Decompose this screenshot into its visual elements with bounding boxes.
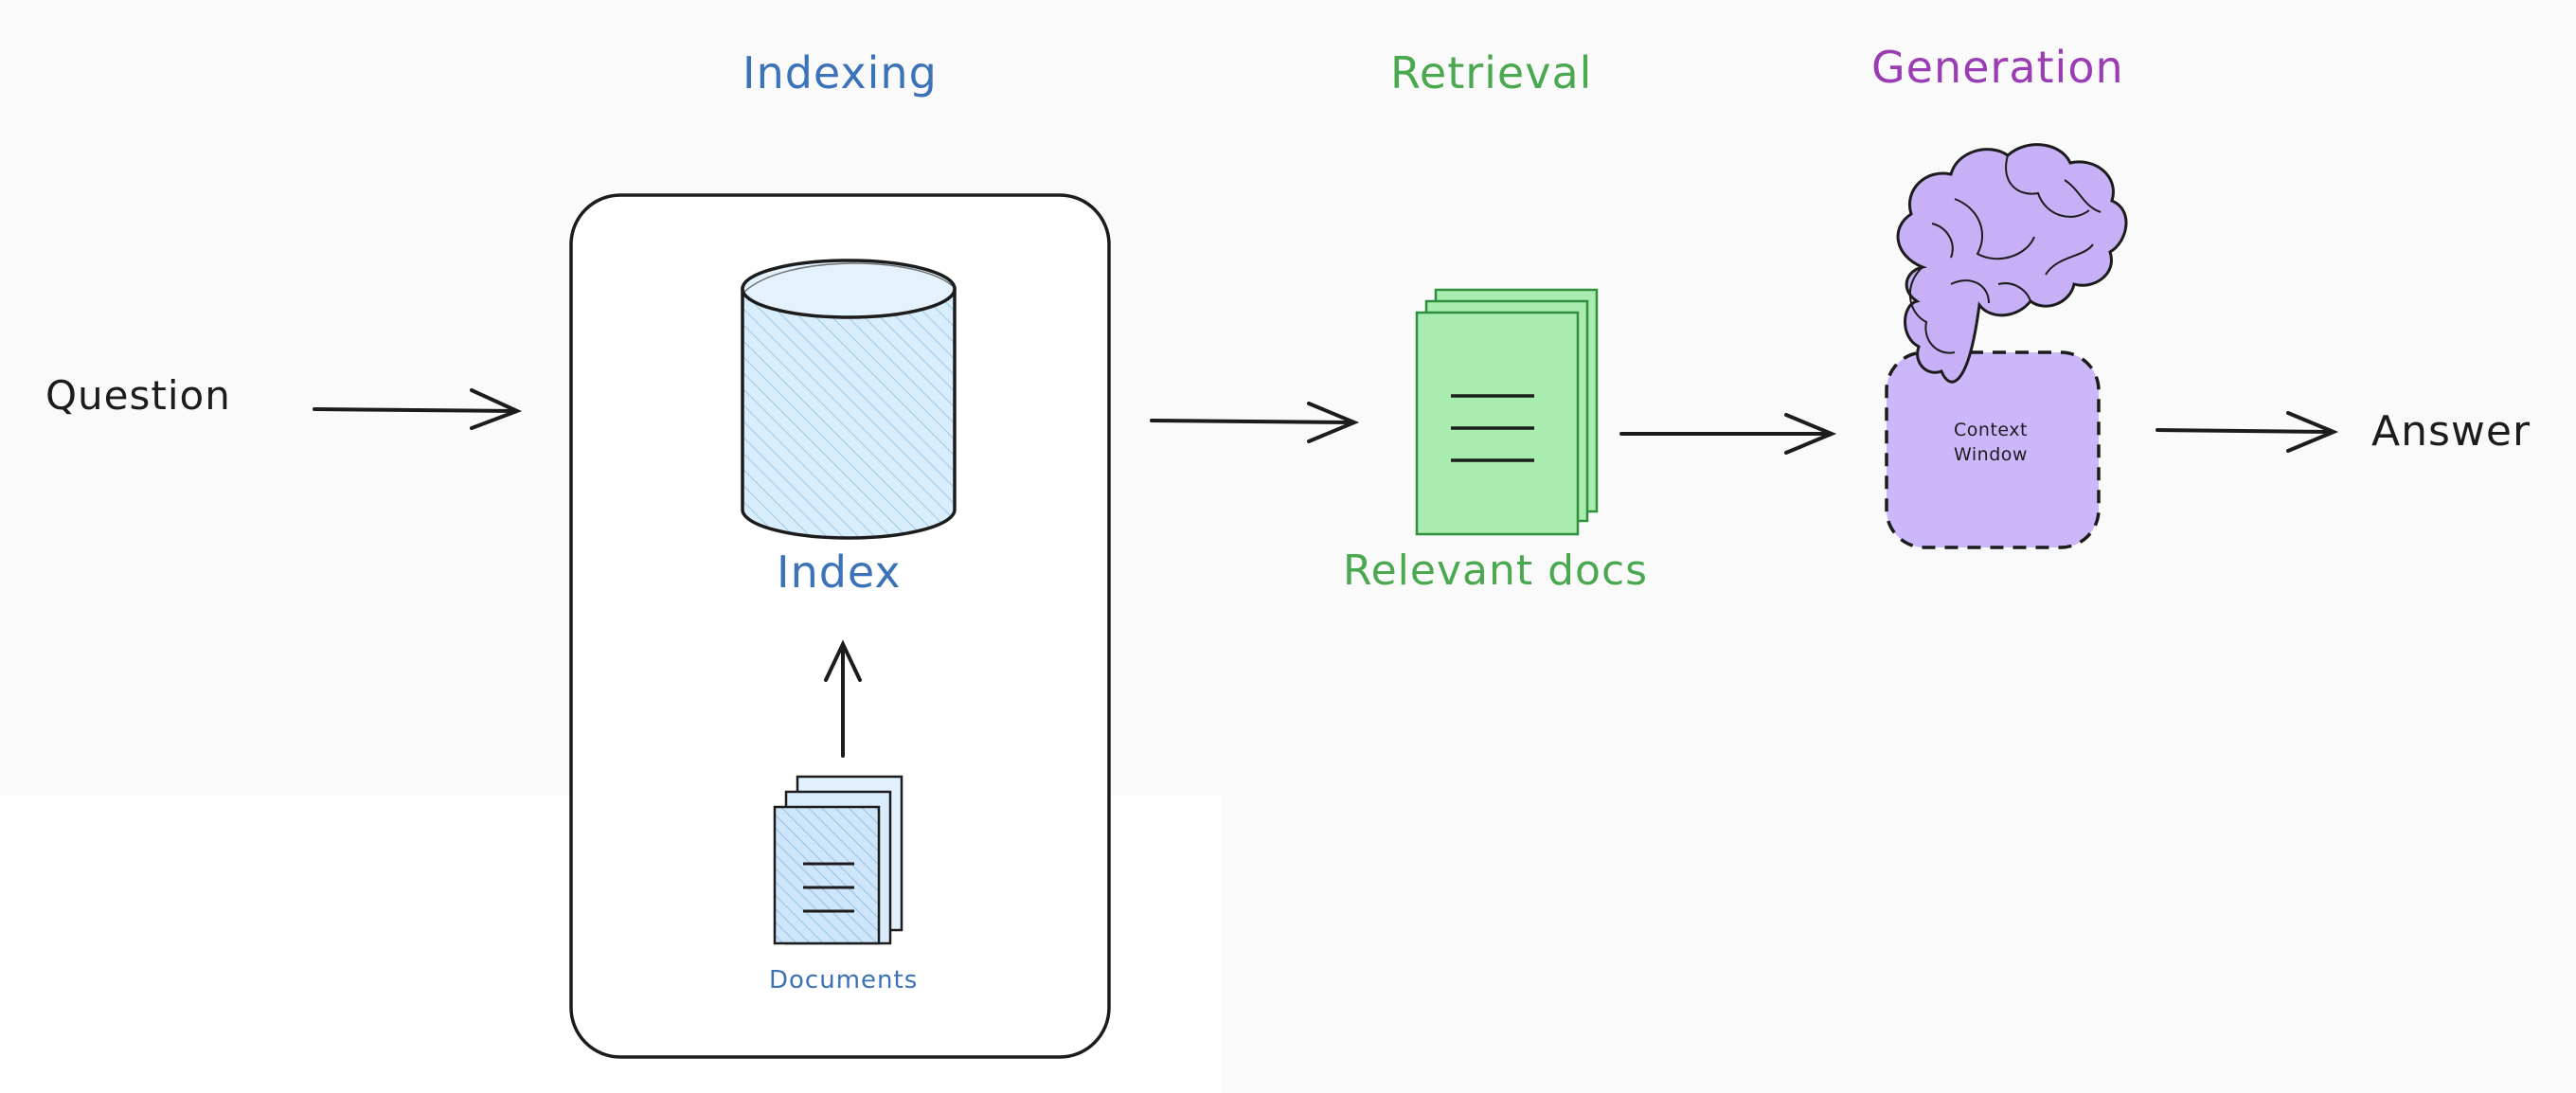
answer-label: Answer [2371, 407, 2531, 456]
documents-stack-icon [773, 775, 903, 945]
arrow-indexing-to-retrieval [1150, 402, 1360, 443]
context-window-line1: Context [1954, 420, 2028, 440]
stage-title-generation: Generation [1871, 42, 2124, 93]
indexing-container [569, 193, 1111, 1059]
context-window-box [1885, 350, 2101, 549]
brain-icon [1896, 143, 2128, 384]
context-window-label: Context Window [1943, 418, 2038, 467]
database-icon [741, 259, 957, 540]
question-label: Question [45, 372, 231, 419]
index-label: Index [777, 546, 902, 598]
context-window-line2: Window [1954, 444, 2028, 465]
arrow-question-to-indexing [313, 388, 523, 430]
stage-title-indexing: Indexing [742, 47, 938, 99]
stage-title-retrieval: Retrieval [1390, 47, 1593, 99]
arrow-generation-to-answer [2156, 411, 2339, 453]
relevant-docs-label: Relevant docs [1343, 546, 1649, 595]
arrow-retrieval-to-generation [1619, 413, 1837, 455]
arrow-documents-to-index [824, 639, 862, 758]
documents-label: Documents [769, 966, 919, 994]
relevant-docs-icon [1415, 288, 1599, 536]
